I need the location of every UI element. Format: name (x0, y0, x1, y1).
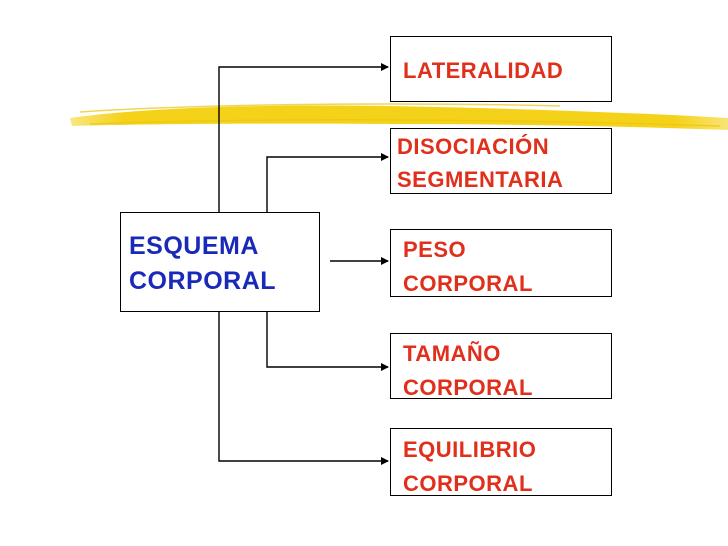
item-line-2: CORPORAL (403, 375, 533, 400)
item-line-1: LATERALIDAD (403, 58, 564, 83)
main-concept-line-1: ESQUEMA (129, 232, 259, 260)
item-box-weight: PESO CORPORAL (390, 229, 612, 297)
item-box-laterality: LATERALIDAD (390, 36, 612, 102)
connector-laterality (218, 63, 389, 212)
item-box-size: TAMAÑO CORPORAL (390, 333, 612, 400)
item-box-dissociation: DISOCIACIÓN SEGMENTARIA (390, 128, 612, 194)
item-line-1: EQUILIBRIO (403, 437, 537, 462)
main-concept-line-2: CORPORAL (129, 267, 277, 295)
highlighter-stroke (70, 103, 728, 130)
main-concept-box: ESQUEMA CORPORAL (120, 212, 320, 312)
item-line-2: SEGMENTARIA (397, 167, 564, 192)
item-line-1: PESO (403, 237, 467, 262)
item-box-balance: EQUILIBRIO CORPORAL (390, 428, 612, 496)
connector-balance (218, 312, 389, 465)
connector-dissociation (266, 153, 389, 212)
item-line-2: CORPORAL (403, 271, 533, 296)
item-line-1: TAMAÑO (403, 341, 501, 366)
connector-size (266, 312, 389, 371)
item-line-1: DISOCIACIÓN (397, 134, 550, 159)
item-line-2: CORPORAL (403, 471, 533, 496)
